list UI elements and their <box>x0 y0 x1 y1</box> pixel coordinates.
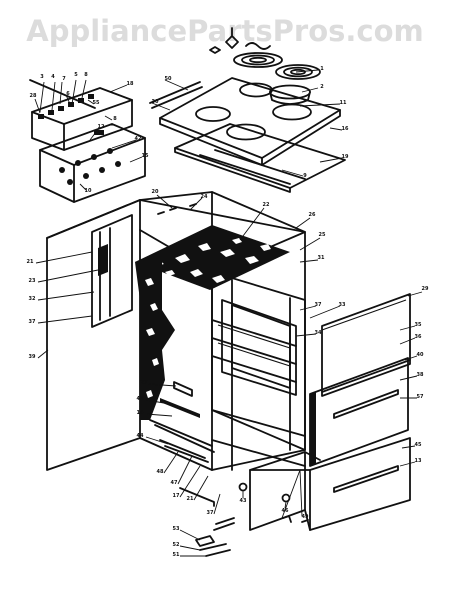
callout-c52: 52 <box>173 542 180 548</box>
callout-c32: 32 <box>29 296 36 302</box>
callout-c26: 26 <box>309 212 316 218</box>
callout-c7: 7 <box>62 76 66 82</box>
callout-c41: 41 <box>137 396 144 402</box>
callout-c47: 47 <box>171 480 178 486</box>
leader-lines <box>34 69 423 557</box>
callout-c35: 35 <box>415 322 422 328</box>
callout-c28: 28 <box>30 93 37 99</box>
callout-c14: 14 <box>137 410 144 416</box>
callout-c36: 36 <box>415 334 422 340</box>
callout-c48: 48 <box>157 469 164 475</box>
callout-c24: 24 <box>201 194 208 200</box>
callout-c6: 6 <box>66 91 70 97</box>
callout-c17: 17 <box>173 493 180 499</box>
control-panel <box>29 79 146 203</box>
callout-c1: 1 <box>320 66 324 72</box>
callout-c57: 57 <box>417 394 424 400</box>
callout-c39: 39 <box>29 354 36 360</box>
callout-c33: 33 <box>339 302 346 308</box>
callout-c19: 19 <box>342 154 349 160</box>
callout-c3: 3 <box>40 74 44 80</box>
callout-c13: 13 <box>415 458 422 464</box>
callout-c23: 23 <box>29 278 36 284</box>
watermark: AppliancePartsPros.com <box>26 14 424 48</box>
callout-c53: 53 <box>173 526 180 532</box>
callout-c4: 4 <box>51 74 55 80</box>
callout-c55: 55 <box>93 100 100 106</box>
callout-c15: 15 <box>142 153 149 159</box>
callout-c11: 11 <box>340 100 347 106</box>
oven-door <box>309 293 411 467</box>
callout-c44: 44 <box>137 433 144 439</box>
callout-c8a: 8 <box>113 116 117 122</box>
callout-c38: 38 <box>417 372 424 378</box>
callout-c21b: 21 <box>187 496 194 502</box>
callout-c9: 9 <box>303 173 307 179</box>
callout-c5: 5 <box>74 72 78 78</box>
callout-c49: 49 <box>302 514 309 520</box>
callout-c37c: 37 <box>207 510 214 516</box>
callout-c29: 29 <box>422 286 429 292</box>
callout-c43: 43 <box>240 498 247 504</box>
hardware-parts <box>195 482 309 557</box>
callout-c20: 20 <box>152 189 159 195</box>
callout-c40: 40 <box>417 352 424 358</box>
range-cabinet <box>46 191 306 507</box>
callout-c2: 2 <box>320 84 324 90</box>
callout-c42: 42 <box>135 136 142 142</box>
callout-c21: 21 <box>27 259 34 265</box>
callout-c25: 25 <box>319 232 326 238</box>
callout-c27: 27 <box>141 380 148 386</box>
callout-c46: 46 <box>282 508 289 514</box>
callout-c12: 12 <box>98 124 105 130</box>
callout-c31: 31 <box>318 255 325 261</box>
storage-drawer <box>249 437 411 531</box>
callout-c30: 30 <box>152 99 159 105</box>
surface-elements <box>209 27 321 105</box>
callout-c18: 18 <box>127 81 134 87</box>
callout-c37a: 37 <box>315 302 322 308</box>
callout-c45: 45 <box>415 442 422 448</box>
callout-c16: 16 <box>342 126 349 132</box>
callout-c8b: 8 <box>84 72 88 78</box>
callout-c37b: 37 <box>29 319 36 325</box>
callout-c50: 50 <box>165 76 172 82</box>
callout-c34: 34 <box>315 330 322 336</box>
callout-c10: 10 <box>85 188 92 194</box>
callout-c51: 51 <box>173 552 180 558</box>
callout-c22: 22 <box>263 202 270 208</box>
cooktop <box>149 77 346 193</box>
